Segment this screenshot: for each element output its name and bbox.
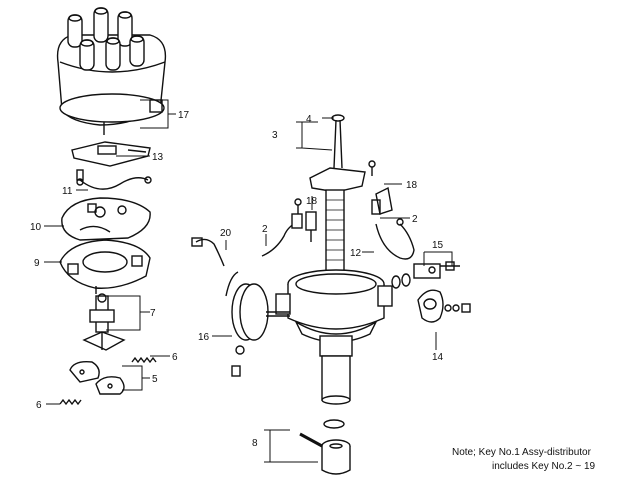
label-10: 10: [30, 222, 42, 233]
distributor-cap: [56, 7, 167, 135]
label-18-right: 18: [406, 180, 418, 191]
spring-right: [131, 356, 157, 364]
note-line-2: includes Key No.2 ~ 19: [492, 461, 596, 472]
label-12: 12: [350, 248, 362, 259]
contact-base: [59, 239, 151, 294]
lead-wire: [76, 169, 152, 190]
label-2-right: 2: [412, 214, 418, 225]
clamp-right: [368, 160, 393, 215]
label-8: 8: [252, 438, 258, 449]
cam-assembly: [82, 293, 126, 351]
label-9: 9: [34, 258, 40, 269]
breaker-plate: [61, 197, 151, 241]
label-16: 16: [198, 332, 210, 343]
label-20: 20: [220, 228, 232, 239]
label-6-right: 6: [172, 352, 178, 363]
label-7: 7: [150, 308, 156, 319]
leader-lines: [44, 99, 453, 463]
clamp-left: [261, 198, 303, 257]
label-4: 4: [306, 114, 312, 125]
label-5: 5: [152, 374, 158, 385]
label-6-left: 6: [36, 400, 42, 411]
condenser: [417, 289, 471, 323]
label-2-left: 2: [262, 224, 268, 235]
drive-gear: [299, 419, 351, 475]
label-3: 3: [272, 130, 278, 141]
vacuum-controller: [225, 271, 290, 377]
label-15: 15: [432, 240, 444, 251]
label-18-left: 18: [306, 196, 318, 207]
label-17: 17: [178, 110, 190, 121]
label-11: 11: [62, 186, 73, 197]
assembly-note: Note; Key No.1 Assy-distributor includes…: [452, 446, 595, 474]
vacuum-pipe: [191, 237, 225, 267]
primary-lead: [375, 218, 415, 260]
terminal-left: [305, 211, 317, 242]
spring-left: [59, 398, 82, 406]
part-labels: 17 13 11 10 9 7 6 5 6 4 3 18 18 2 2 20 1…: [30, 110, 444, 449]
note-line-1: Note; Key No.1 Assy-distributor: [452, 447, 591, 458]
governor-weights: [69, 360, 125, 395]
distributor-housing: [275, 269, 393, 405]
label-13: 13: [152, 152, 164, 163]
label-14: 14: [432, 352, 444, 363]
rotor-head: [71, 141, 151, 167]
distributor-shaft: [309, 114, 366, 281]
terminal-bolts: [391, 261, 460, 289]
